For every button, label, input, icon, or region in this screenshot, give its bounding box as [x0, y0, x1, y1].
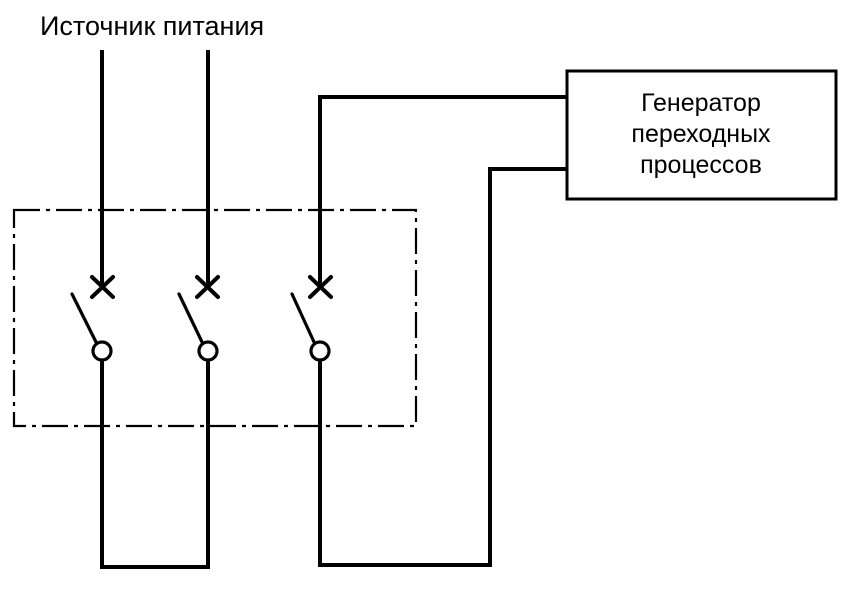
generator-label-line-2: переходных — [631, 120, 771, 148]
generator-label-line-3: процессов — [640, 151, 762, 179]
switch-contact-3 — [290, 275, 333, 362]
generator-label-line-1: Генератор — [641, 89, 761, 117]
switch-contact-2 — [177, 275, 220, 362]
wire-generator-return — [318, 167, 569, 567]
switch-enclosure-frame — [12, 208, 418, 428]
wire-generator-upper — [318, 95, 569, 567]
transient-generator-box: Генератор переходных процессов — [565, 69, 838, 201]
switch-contact-1 — [70, 275, 115, 362]
power-source-label: Источник питания — [40, 11, 264, 41]
